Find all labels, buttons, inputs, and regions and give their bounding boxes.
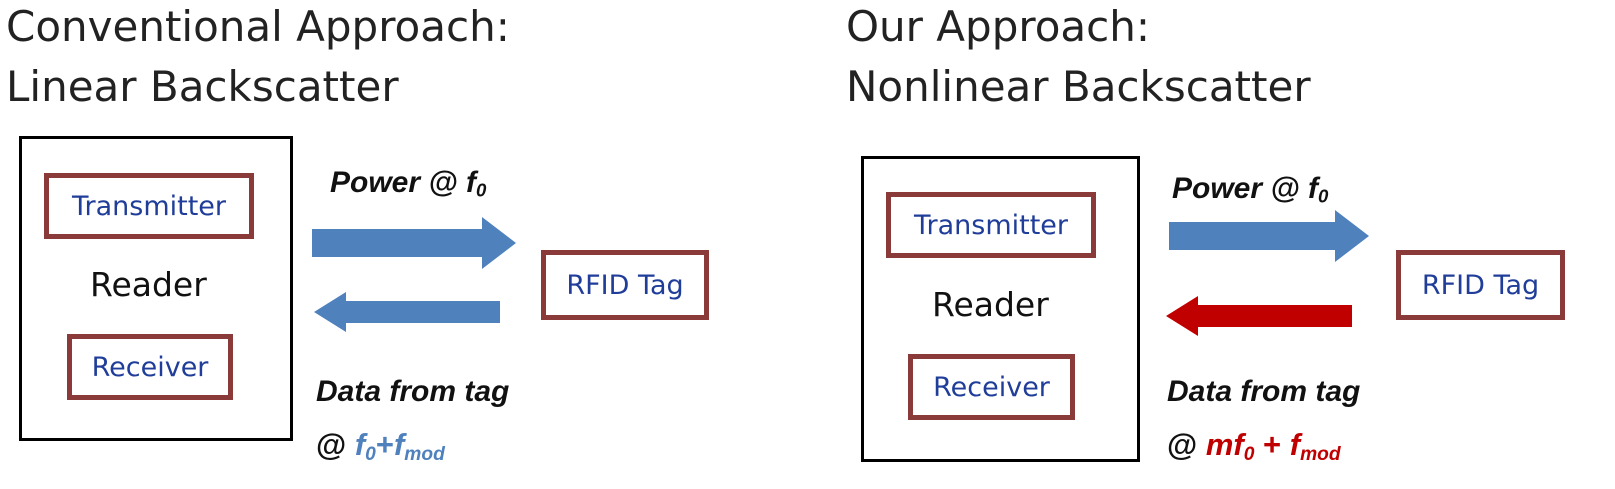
transmitter-label: Transmitter xyxy=(71,190,227,222)
receiver-box: Receiver xyxy=(908,354,1075,420)
return-arrow xyxy=(1166,296,1352,336)
our-approach-panel: Our Approach: Nonlinear Backscatter Tran… xyxy=(840,0,1615,489)
reader-box xyxy=(19,136,293,441)
reader-label: Reader xyxy=(932,285,1049,324)
forward-arrow xyxy=(312,217,516,269)
receiver-label: Receiver xyxy=(91,351,209,383)
return-arrow xyxy=(314,292,500,332)
receiver-label: Receiver xyxy=(933,371,1050,403)
forward-arrow xyxy=(1169,210,1369,262)
power-label: Power @ f0 xyxy=(330,166,487,201)
return-arrow-shape xyxy=(1166,296,1352,336)
rfid-tag-label: RFID Tag xyxy=(566,269,684,301)
transmitter-label: Transmitter xyxy=(913,209,1069,241)
conventional-heading-line1: Conventional Approach: xyxy=(6,2,510,51)
data-from-tag-label: Data from tag xyxy=(1167,375,1361,408)
data-from-tag-label: Data from tag xyxy=(316,375,510,408)
receiver-box: Receiver xyxy=(67,334,233,400)
rfid-tag-box: RFID Tag xyxy=(541,250,709,320)
transmitter-box: Transmitter xyxy=(886,192,1096,258)
our-approach-heading-line2: Nonlinear Backscatter xyxy=(846,62,1311,111)
return-arrow-shape xyxy=(314,292,500,332)
our-approach-heading-line1: Our Approach: xyxy=(846,2,1150,51)
frequency-formula: @ mf0 + fmod xyxy=(1167,427,1341,465)
conventional-heading-line2: Linear Backscatter xyxy=(6,62,399,111)
reader-label: Reader xyxy=(90,265,207,304)
forward-arrow-shape xyxy=(1169,210,1369,262)
transmitter-box: Transmitter xyxy=(44,173,254,239)
rfid-tag-label: RFID Tag xyxy=(1421,269,1540,301)
forward-arrow-shape xyxy=(312,217,516,269)
conventional-panel: Conventional Approach: Linear Backscatte… xyxy=(0,0,800,489)
frequency-formula: @ f0+fmod xyxy=(316,427,445,465)
power-label: Power @ f0 xyxy=(1172,172,1329,207)
rfid-tag-box: RFID Tag xyxy=(1396,250,1565,320)
